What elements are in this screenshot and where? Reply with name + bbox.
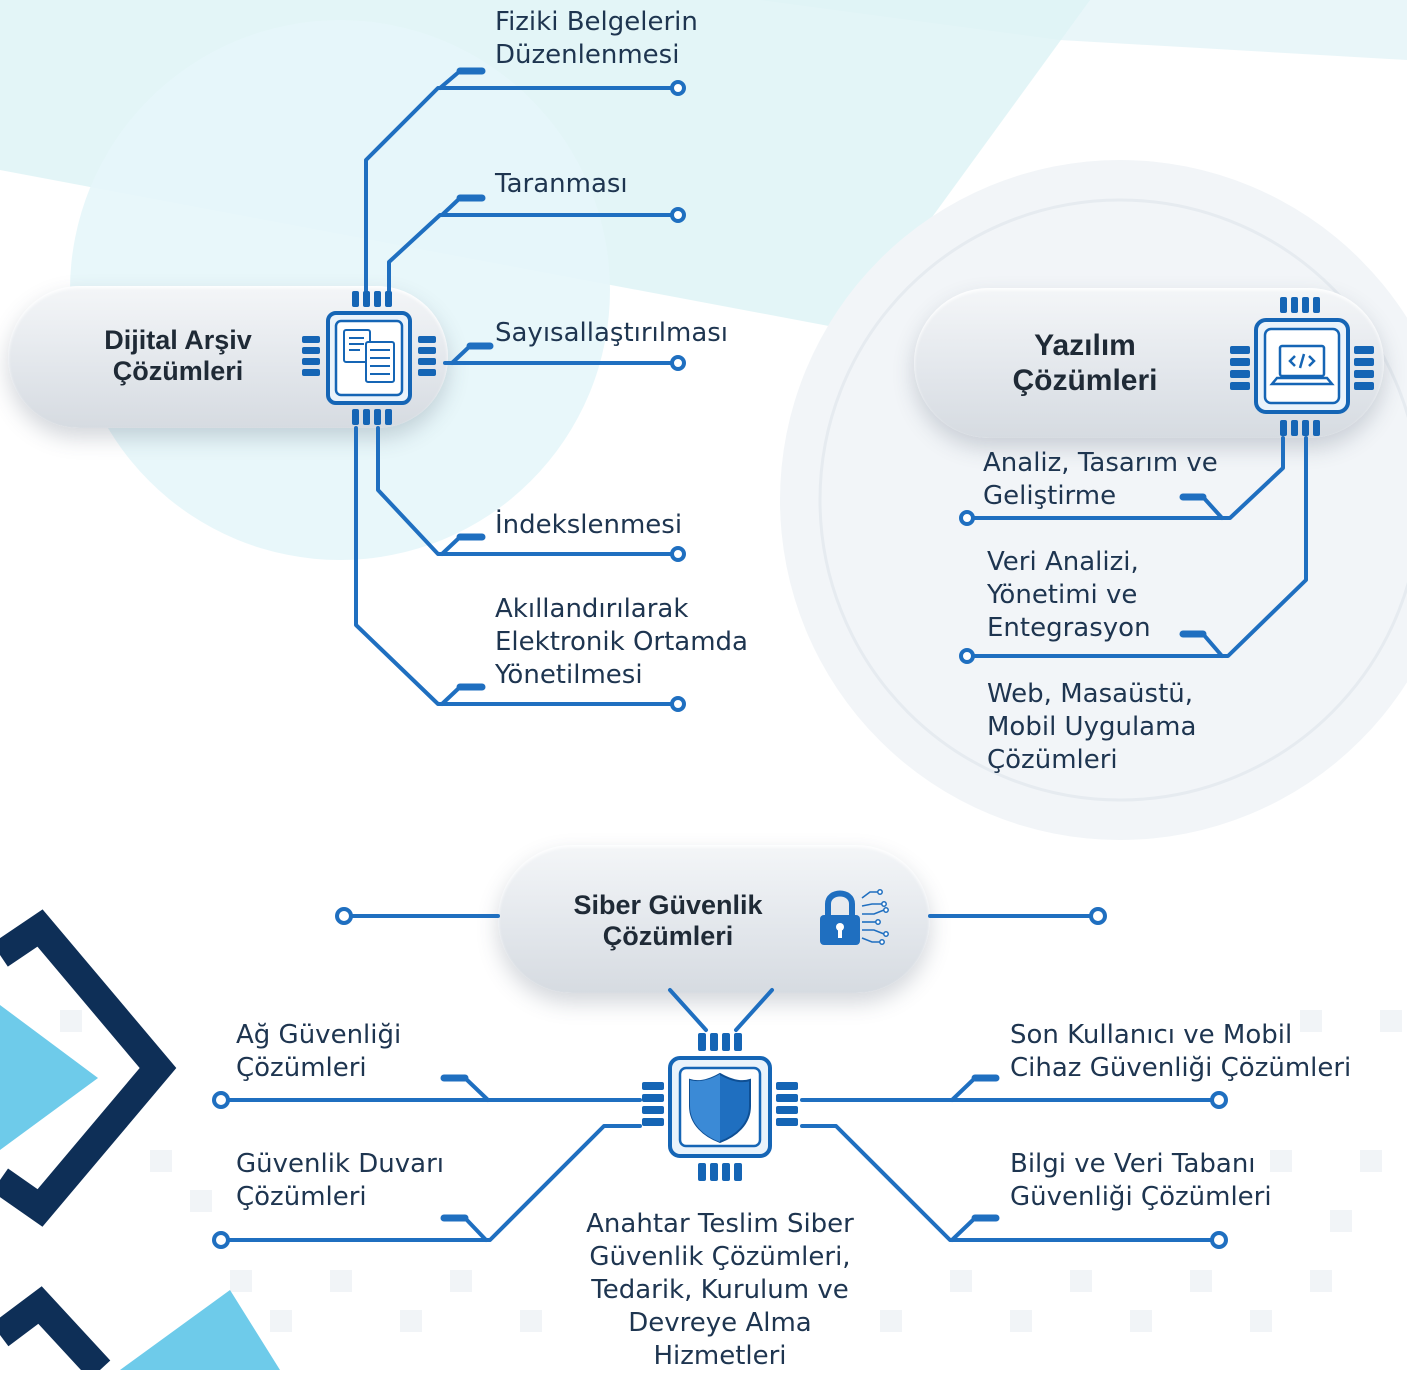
dijital-arsiv-title-line2: Çözümleri (112, 356, 244, 387)
light-blue-triangle (0, 1005, 98, 1150)
yazilim-item-2: Veri Analizi, Yönetimi ve Entegrasyon (987, 546, 1151, 645)
yazilim-item-1-line1: Analiz, Tasarım ve (983, 448, 1218, 478)
yazilim-item-2-line2: Yönetimi ve (987, 580, 1138, 610)
siber-item-5-line2: Güvenlik Çözümleri, (589, 1242, 851, 1272)
dijital-arsiv-item-5-line3: Yönetilmesi (495, 660, 643, 690)
yazilim-item-3-line3: Çözümleri (987, 745, 1118, 775)
yazilim-item-2-line3: Entegrasyon (987, 613, 1151, 643)
yazilim-item-3: Web, Masaüstü, Mobil Uygulama Çözümleri (987, 678, 1196, 777)
dijital-arsiv-item-1-line1: Fiziki Belgelerin (495, 7, 698, 37)
globe-ring (818, 198, 1407, 802)
siber-guvenlik-title-line1: Siber Güvenlik (573, 890, 763, 920)
siber-connectors (212, 907, 1228, 1249)
siber-item-son-kullanici: Son Kullanıcı ve Mobil Cihaz Güvenliği Ç… (1010, 1019, 1351, 1085)
yazilim-item-3-line1: Web, Masaüstü, (987, 679, 1194, 709)
dijital-arsiv-item-3: Sayısallaştırılması (495, 317, 728, 350)
siber-item-bilgi-veri-tabani: Bilgi ve Veri Tabanı Güvenliği Çözümleri (1010, 1148, 1272, 1214)
dijital-arsiv-item-1-line2: Düzenlenmesi (495, 40, 680, 70)
dijital-arsiv-item-3-line1: Sayısallaştırılması (495, 318, 729, 348)
dark-chevron (0, 909, 177, 1227)
dijital-arsiv-item-2-line1: Taranması (495, 169, 628, 199)
siber-item-1-line2: Çözümleri (236, 1053, 367, 1083)
padlock-circuit-icon (820, 889, 889, 945)
siber-item-5-line3: Tedarik, Kurulum ve (591, 1275, 849, 1305)
siber-guvenlik-title: Siber Güvenlik Çözümleri (548, 890, 788, 952)
yazilim-item-1-line2: Geliştirme (983, 481, 1117, 511)
dijital-arsiv-title-line1: Dijital Arşiv (104, 325, 252, 355)
yazilim-title: Yazılım Çözümleri (960, 329, 1210, 398)
light-blue-triangle-bottom (120, 1290, 280, 1370)
siber-item-ag-guvenligi: Ağ Güvenliği Çözümleri (236, 1019, 401, 1085)
dijital-arsiv-title: Dijital Arşiv Çözümleri (60, 325, 296, 387)
dijital-arsiv-item-5-line1: Akıllandırılarak (495, 594, 689, 624)
yazilim-title-line1: Yazılım (1034, 329, 1136, 362)
yazilim-connectors (959, 436, 1308, 664)
yazilim-item-3-line2: Mobil Uygulama (987, 712, 1197, 742)
siber-item-2-line2: Çözümleri (236, 1182, 367, 1212)
siber-item-3-line2: Cihaz Güvenliği Çözümleri (1010, 1053, 1352, 1083)
siber-item-4-line2: Güvenliği Çözümleri (1010, 1182, 1272, 1212)
dark-chevron-bottom (0, 1286, 111, 1370)
siber-item-5-line4: Devreye Alma (628, 1308, 812, 1338)
siber-item-3-line1: Son Kullanıcı ve Mobil (1010, 1020, 1293, 1050)
dijital-arsiv-item-5-line2: Elektronik Ortamda (495, 627, 748, 657)
dijital-arsiv-item-4: İndekslenmesi (495, 509, 682, 542)
dijital-arsiv-item-5: Akıllandırılarak Elektronik Ortamda Yöne… (495, 593, 748, 692)
yazilim-item-2-line1: Veri Analizi, (987, 547, 1139, 577)
siber-item-1-line1: Ağ Güvenliği (236, 1020, 402, 1050)
laptop-code-icon (1269, 344, 1335, 386)
siber-item-5-line5: Hizmetleri (653, 1341, 787, 1371)
dijital-arsiv-item-4-line1: İndekslenmesi (495, 510, 683, 540)
siber-item-anahtar-teslim: Anahtar Teslim Siber Güvenlik Çözümleri,… (550, 1208, 890, 1373)
server-document-icon (343, 329, 395, 383)
siber-chip (642, 1033, 798, 1181)
siber-item-2-line1: Güvenlik Duvarı (236, 1149, 444, 1179)
yazilim-chip (1230, 297, 1374, 436)
dijital-arsiv-item-1: Fiziki Belgelerin Düzenlenmesi (495, 6, 698, 72)
dijital-arsiv-chip (302, 291, 436, 425)
siber-item-4-line1: Bilgi ve Veri Tabanı (1010, 1149, 1256, 1179)
siber-guvenlik-title-line2: Çözümleri (602, 921, 734, 952)
siber-item-5-line1: Anahtar Teslim Siber (586, 1209, 854, 1239)
yazilim-title-line2: Çözümleri (1012, 363, 1158, 397)
yazilim-item-1: Analiz, Tasarım ve Geliştirme (983, 447, 1218, 513)
dijital-arsiv-connectors (354, 67, 686, 712)
dijital-arsiv-item-2: Taranması (495, 168, 628, 201)
shield-icon (689, 1072, 751, 1144)
siber-item-guvenlik-duvari: Güvenlik Duvarı Çözümleri (236, 1148, 444, 1214)
pixel-grid (60, 1010, 1402, 1332)
